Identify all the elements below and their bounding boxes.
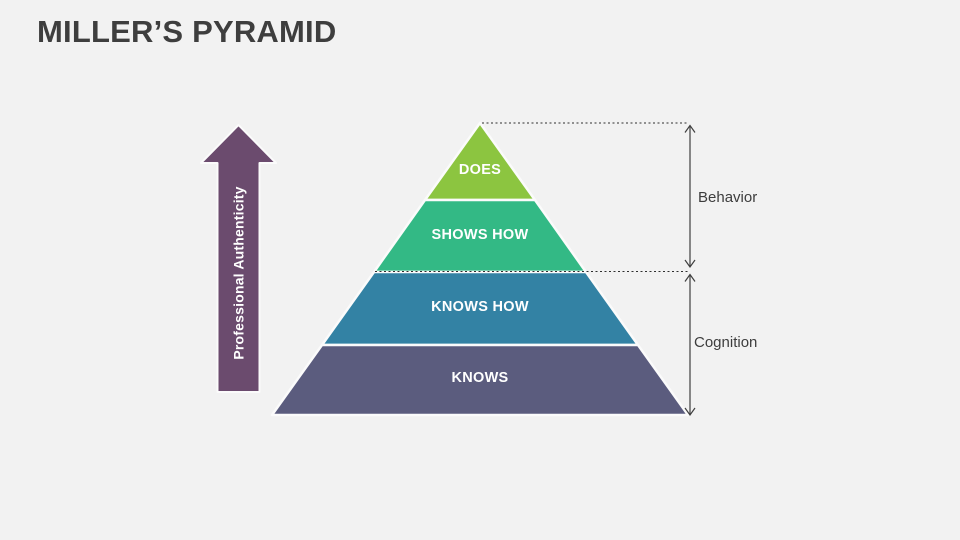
band-label-knows-how: KNOWS HOW — [431, 299, 529, 315]
behavior-measure-arrow — [684, 124, 696, 269]
band-label-does: DOES — [458, 162, 502, 178]
band-label-knows: KNOWS — [451, 370, 509, 386]
page-title: MILLER’S PYRAMID — [37, 14, 337, 49]
cognition-measure-arrow — [684, 273, 696, 417]
bracket-label-cognition: Cognition — [694, 334, 758, 351]
band-label-shows-how: SHOWS HOW — [431, 227, 529, 243]
bracket-label-behavior: Behavior — [698, 189, 758, 206]
pyramid-level-knows — [270, 343, 690, 417]
axis-arrow-label: Professional Authenticity — [230, 186, 247, 360]
up-arrow-icon — [200, 124, 277, 393]
